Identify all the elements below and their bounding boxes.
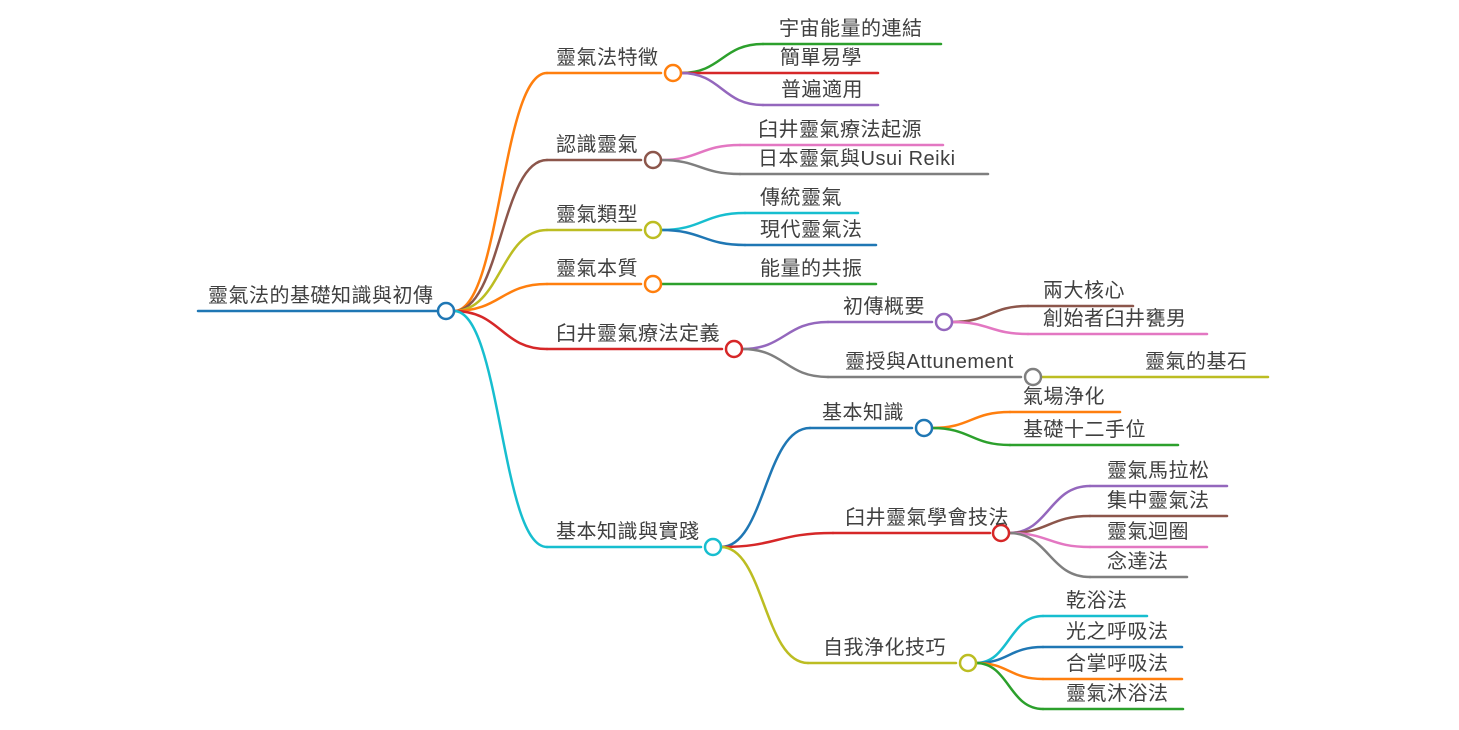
node-label-founder-mikao-usui: 創始者臼井甕男 bbox=[1043, 308, 1187, 330]
link-modern-reiki-method bbox=[659, 228, 747, 247]
node-label-traditional-reiki: 傳統靈氣 bbox=[760, 187, 842, 209]
link-reiki-types bbox=[452, 228, 549, 313]
node-label-easy-to-learn: 簡單易學 bbox=[780, 47, 862, 69]
node-label-breath-of-light-method: 光之呼吸法 bbox=[1066, 621, 1169, 643]
node-label-understanding-reiki: 認識靈氣 bbox=[556, 134, 638, 156]
toggle-circle-basic-knowledge-and-practice[interactable] bbox=[703, 537, 723, 557]
node-label-self-purification-techniques: 自我浄化技巧 bbox=[823, 637, 946, 659]
link-basic-knowledge-and-practice bbox=[452, 309, 549, 549]
link-basic-twelve-hand-positions bbox=[930, 426, 1012, 447]
toggle-circle-shoden-overview[interactable] bbox=[934, 312, 954, 332]
link-usui-reiki-therapy-origin bbox=[659, 143, 742, 162]
link-two-core-elements bbox=[950, 304, 1030, 324]
link-reiki-essence bbox=[452, 282, 549, 313]
node-label-reiki-circle: 靈氣迴圈 bbox=[1107, 521, 1189, 543]
node-label-shoden-overview: 初傳概要 bbox=[843, 296, 925, 318]
node-label-nentatsu-method: 念達法 bbox=[1107, 551, 1169, 573]
toggle-circle-understanding-reiki[interactable] bbox=[643, 150, 663, 170]
link-nentatsu-method bbox=[1007, 531, 1092, 579]
node-label-basic-knowledge-and-practice: 基本知識與實踐 bbox=[556, 521, 700, 543]
link-reiki-bathing-method bbox=[974, 661, 1045, 711]
toggle-circle-usui-reiki-therapy-definition[interactable] bbox=[724, 339, 744, 359]
node-label-foundation-of-reiki: 靈氣的基石 bbox=[1145, 351, 1248, 373]
node-label-reiju-and-attunement: 靈授與Attunement bbox=[845, 351, 1014, 373]
link-traditional-reiki bbox=[659, 211, 747, 232]
link-shoden-overview bbox=[740, 320, 830, 351]
toggle-circle-reiki-types[interactable] bbox=[643, 220, 663, 240]
node-label-usui-reiki-gakkai-techniques: 臼井靈氣學會技法 bbox=[845, 507, 1009, 529]
node-label-basic-knowledge: 基本知識 bbox=[822, 402, 904, 424]
link-usui-reiki-therapy-definition bbox=[452, 309, 549, 351]
toggle-circle-self-purification-techniques[interactable] bbox=[958, 653, 978, 673]
node-label-universal-applicability: 普遍適用 bbox=[781, 79, 863, 101]
node-label-energy-resonance: 能量的共振 bbox=[760, 258, 863, 280]
toggle-circle-root-topic[interactable] bbox=[436, 301, 456, 321]
link-founder-mikao-usui bbox=[950, 320, 1030, 336]
link-reiki-marathon bbox=[1007, 484, 1092, 535]
link-basic-knowledge bbox=[719, 426, 812, 549]
node-label-reiki-essence: 靈氣本質 bbox=[556, 258, 638, 280]
link-reiki-method-features bbox=[452, 71, 549, 313]
node-label-usui-reiki-therapy-origin: 臼井靈氣療法起源 bbox=[758, 119, 922, 141]
link-understanding-reiki bbox=[452, 158, 549, 313]
node-label-universal-energy-connection: 宇宙能量的連結 bbox=[779, 18, 923, 40]
node-label-reiki-marathon: 靈氣馬拉松 bbox=[1107, 460, 1210, 482]
node-label-basic-twelve-hand-positions: 基礎十二手位 bbox=[1023, 419, 1146, 441]
node-label-gassho-breathing-method: 合掌呼吸法 bbox=[1066, 653, 1169, 675]
toggle-circle-reiju-and-attunement[interactable] bbox=[1023, 367, 1043, 387]
node-label-reiki-method-features: 靈氣法特徵 bbox=[556, 47, 659, 69]
node-label-root-topic: 靈氣法的基礎知識與初傳 bbox=[208, 285, 434, 307]
node-label-aura-cleansing: 氣場浄化 bbox=[1023, 386, 1105, 408]
toggle-circle-basic-knowledge[interactable] bbox=[914, 418, 934, 438]
node-label-usui-reiki-therapy-definition: 臼井靈氣療法定義 bbox=[556, 323, 720, 345]
link-universal-energy-connection bbox=[679, 42, 765, 75]
link-self-purification-techniques bbox=[719, 545, 810, 665]
link-usui-reiki-gakkai-techniques bbox=[719, 531, 835, 549]
link-universal-applicability bbox=[679, 71, 765, 107]
node-label-concentrated-reiki-method: 集中靈氣法 bbox=[1107, 490, 1210, 512]
link-japanese-reiki-and-usui-reiki bbox=[659, 158, 742, 176]
toggle-circle-reiki-essence[interactable] bbox=[643, 274, 663, 294]
node-label-dry-bathing-method: 乾浴法 bbox=[1066, 590, 1128, 612]
node-label-modern-reiki-method: 現代靈氣法 bbox=[760, 219, 863, 241]
toggle-circle-reiki-method-features[interactable] bbox=[663, 63, 683, 83]
node-label-japanese-reiki-and-usui-reiki: 日本靈氣與Usui Reiki bbox=[758, 148, 956, 170]
node-label-reiki-types: 靈氣類型 bbox=[556, 204, 638, 226]
node-label-reiki-bathing-method: 靈氣沐浴法 bbox=[1066, 683, 1169, 705]
link-reiju-and-attunement bbox=[740, 347, 830, 379]
node-label-two-core-elements: 兩大核心 bbox=[1043, 280, 1125, 302]
link-aura-cleansing bbox=[930, 410, 1012, 430]
toggle-circle-usui-reiki-gakkai-techniques[interactable] bbox=[991, 523, 1011, 543]
